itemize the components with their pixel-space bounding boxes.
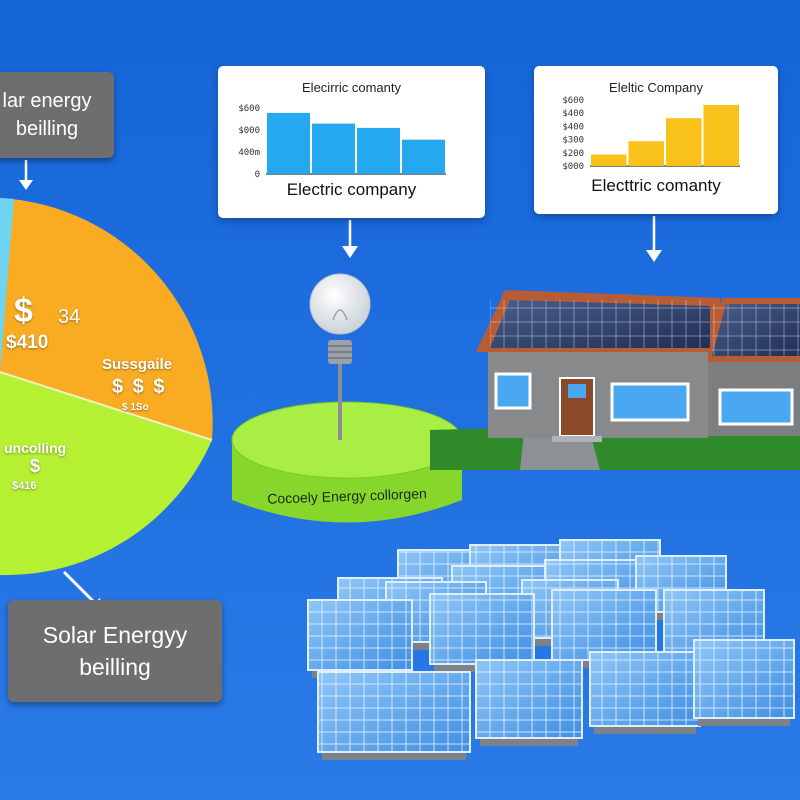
pie-dollar-row: $ $ $ (112, 376, 167, 398)
solar-panel-icon (693, 639, 795, 726)
down-arrow-icon (342, 220, 358, 258)
bar-chart-left: $600 $000 400m 0 (238, 104, 446, 180)
chart-card-left: Elecirric comanty $600 $000 400m 0 Electric… (218, 66, 485, 218)
pie-value-416: $416 (12, 480, 37, 492)
chart-xlabel-left: Electric company (286, 180, 417, 199)
chart-title-left: Elecirric comanty (302, 80, 401, 95)
y-tick-label: $000 (562, 162, 584, 172)
pie-slice-blue (0, 198, 14, 372)
solar-panel-field (307, 539, 795, 760)
pie-slice-orange (0, 198, 213, 440)
solar-panel-icon (589, 651, 701, 734)
y-tick-label: $400 (562, 109, 584, 119)
y-tick-label: $600 (562, 96, 584, 106)
pie-small-value: $ 1So (122, 402, 149, 413)
light-bulb-icon (309, 273, 371, 440)
y-tick-label: $600 (238, 104, 260, 114)
chart-title-right: Eleltic Company (609, 80, 703, 95)
chart-card-right: Eleltic Company $600 $400 $400 $300 $200 $000… (534, 66, 778, 214)
bar-chart-right: $600 $400 $400 $300 $200 $000 (562, 96, 740, 172)
solar-panel-icon (307, 599, 413, 678)
pie-dollar-small: $ (30, 456, 41, 476)
solar-panel-icon (475, 659, 583, 746)
pie-label-sussgale: Sussgaile (102, 356, 173, 373)
pie-value-410: $410 (6, 332, 49, 353)
bar (666, 118, 702, 166)
top-label-box: lar energy beilling (0, 72, 114, 158)
chart-xlabel-right: Electtric comanty (591, 176, 721, 195)
bar (628, 141, 664, 166)
billing-pie-chart (0, 198, 213, 576)
y-tick-label: $300 (562, 136, 584, 146)
top-label-line2: beilling (15, 118, 79, 140)
y-tick-label: 400m (238, 148, 260, 158)
bar (591, 154, 627, 166)
top-label-line1: lar energy (2, 90, 92, 112)
y-tick-label: 0 (255, 170, 260, 180)
bottom-label-box: Solar Energyy beilling (8, 600, 222, 702)
house-icon (430, 290, 800, 470)
solar-panel-icon (429, 593, 535, 672)
bar (357, 127, 400, 174)
y-tick-label: $000 (238, 126, 260, 136)
bar (312, 123, 355, 174)
solar-panel-icon (317, 671, 471, 760)
y-tick-label: $200 (562, 149, 584, 159)
pie-slice-green (0, 372, 212, 576)
energy-platform (231, 401, 463, 523)
down-arrow-icon (646, 216, 662, 262)
pie-value-34: 34 (58, 306, 81, 328)
pie-dollar-large: $ (14, 292, 33, 330)
bar (402, 139, 445, 174)
solar-panel-icon (551, 589, 657, 668)
down-arrow-icon (19, 160, 33, 190)
bottom-label-line2: beilling (79, 654, 151, 680)
y-tick-label: $400 (562, 122, 584, 132)
bottom-label-line1: Solar Energyy (42, 622, 188, 648)
pie-label-uncolling: uncolling (4, 440, 67, 456)
bar (703, 104, 739, 166)
bar (267, 112, 310, 174)
